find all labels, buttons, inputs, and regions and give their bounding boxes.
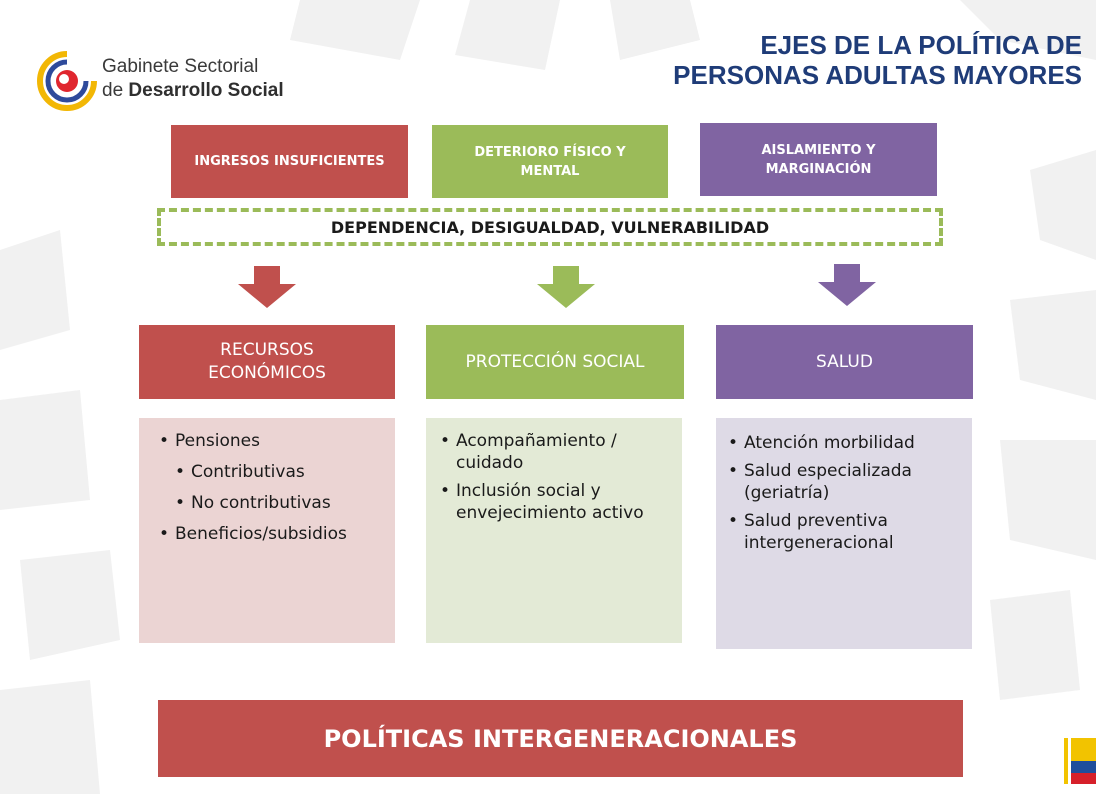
gabinete-logo-icon (37, 51, 97, 111)
title-line-1: EJES DE LA POLÍTICA DE (760, 30, 1082, 60)
list-item: No contributivas (173, 492, 387, 514)
list-item: Atención morbilidad (726, 432, 964, 454)
column-header-proteccion: PROTECCIÓN SOCIAL (426, 325, 684, 399)
list-item: Salud especializada (geriatría) (726, 460, 964, 504)
page-title: EJES DE LA POLÍTICA DE PERSONAS ADULTAS … (673, 30, 1082, 90)
logo-line-2: de Desarrollo Social (102, 80, 284, 101)
footer-banner: POLÍTICAS INTERGENERACIONALES (158, 700, 963, 777)
list-item: Pensiones (157, 430, 387, 452)
arrow-down-red-icon (238, 266, 296, 308)
arrow-down-green-icon (537, 266, 595, 308)
column-header-recursos: RECURSOS ECONÓMICOS (139, 325, 395, 399)
column-body-proteccion: Acompañamiento / cuidado Inclusión socia… (426, 418, 682, 643)
list-item: Salud preventiva intergeneracional (726, 510, 964, 554)
list-item: Inclusión social y envejecimiento activo (438, 480, 674, 524)
ecuador-flag-icon (1064, 738, 1096, 784)
logo-line-1: Gabinete Sectorial (102, 56, 259, 77)
problem-box-deterioro: DETERIORO FÍSICO Y MENTAL (432, 125, 668, 198)
column-body-salud: Atención morbilidad Salud especializada … (716, 418, 972, 649)
list-item: Acompañamiento / cuidado (438, 430, 674, 474)
column-body-recursos: Pensiones Contributivas No contributivas… (139, 418, 395, 643)
list-item: Beneficios/subsidios (157, 523, 387, 545)
problem-box-ingresos: INGRESOS INSUFICIENTES (171, 125, 408, 198)
title-line-2: PERSONAS ADULTAS MAYORES (673, 60, 1082, 90)
dependency-band: DEPENDENCIA, DESIGUALDAD, VULNERABILIDAD (157, 208, 943, 246)
column-header-salud: SALUD (716, 325, 973, 399)
list-item: Contributivas (173, 461, 387, 483)
logo: Gabinete Sectorial de Desarrollo Social (36, 50, 306, 111)
problem-box-aislamiento: AISLAMIENTO Y MARGINACIÓN (700, 123, 937, 196)
arrow-down-purple-icon (818, 264, 876, 306)
